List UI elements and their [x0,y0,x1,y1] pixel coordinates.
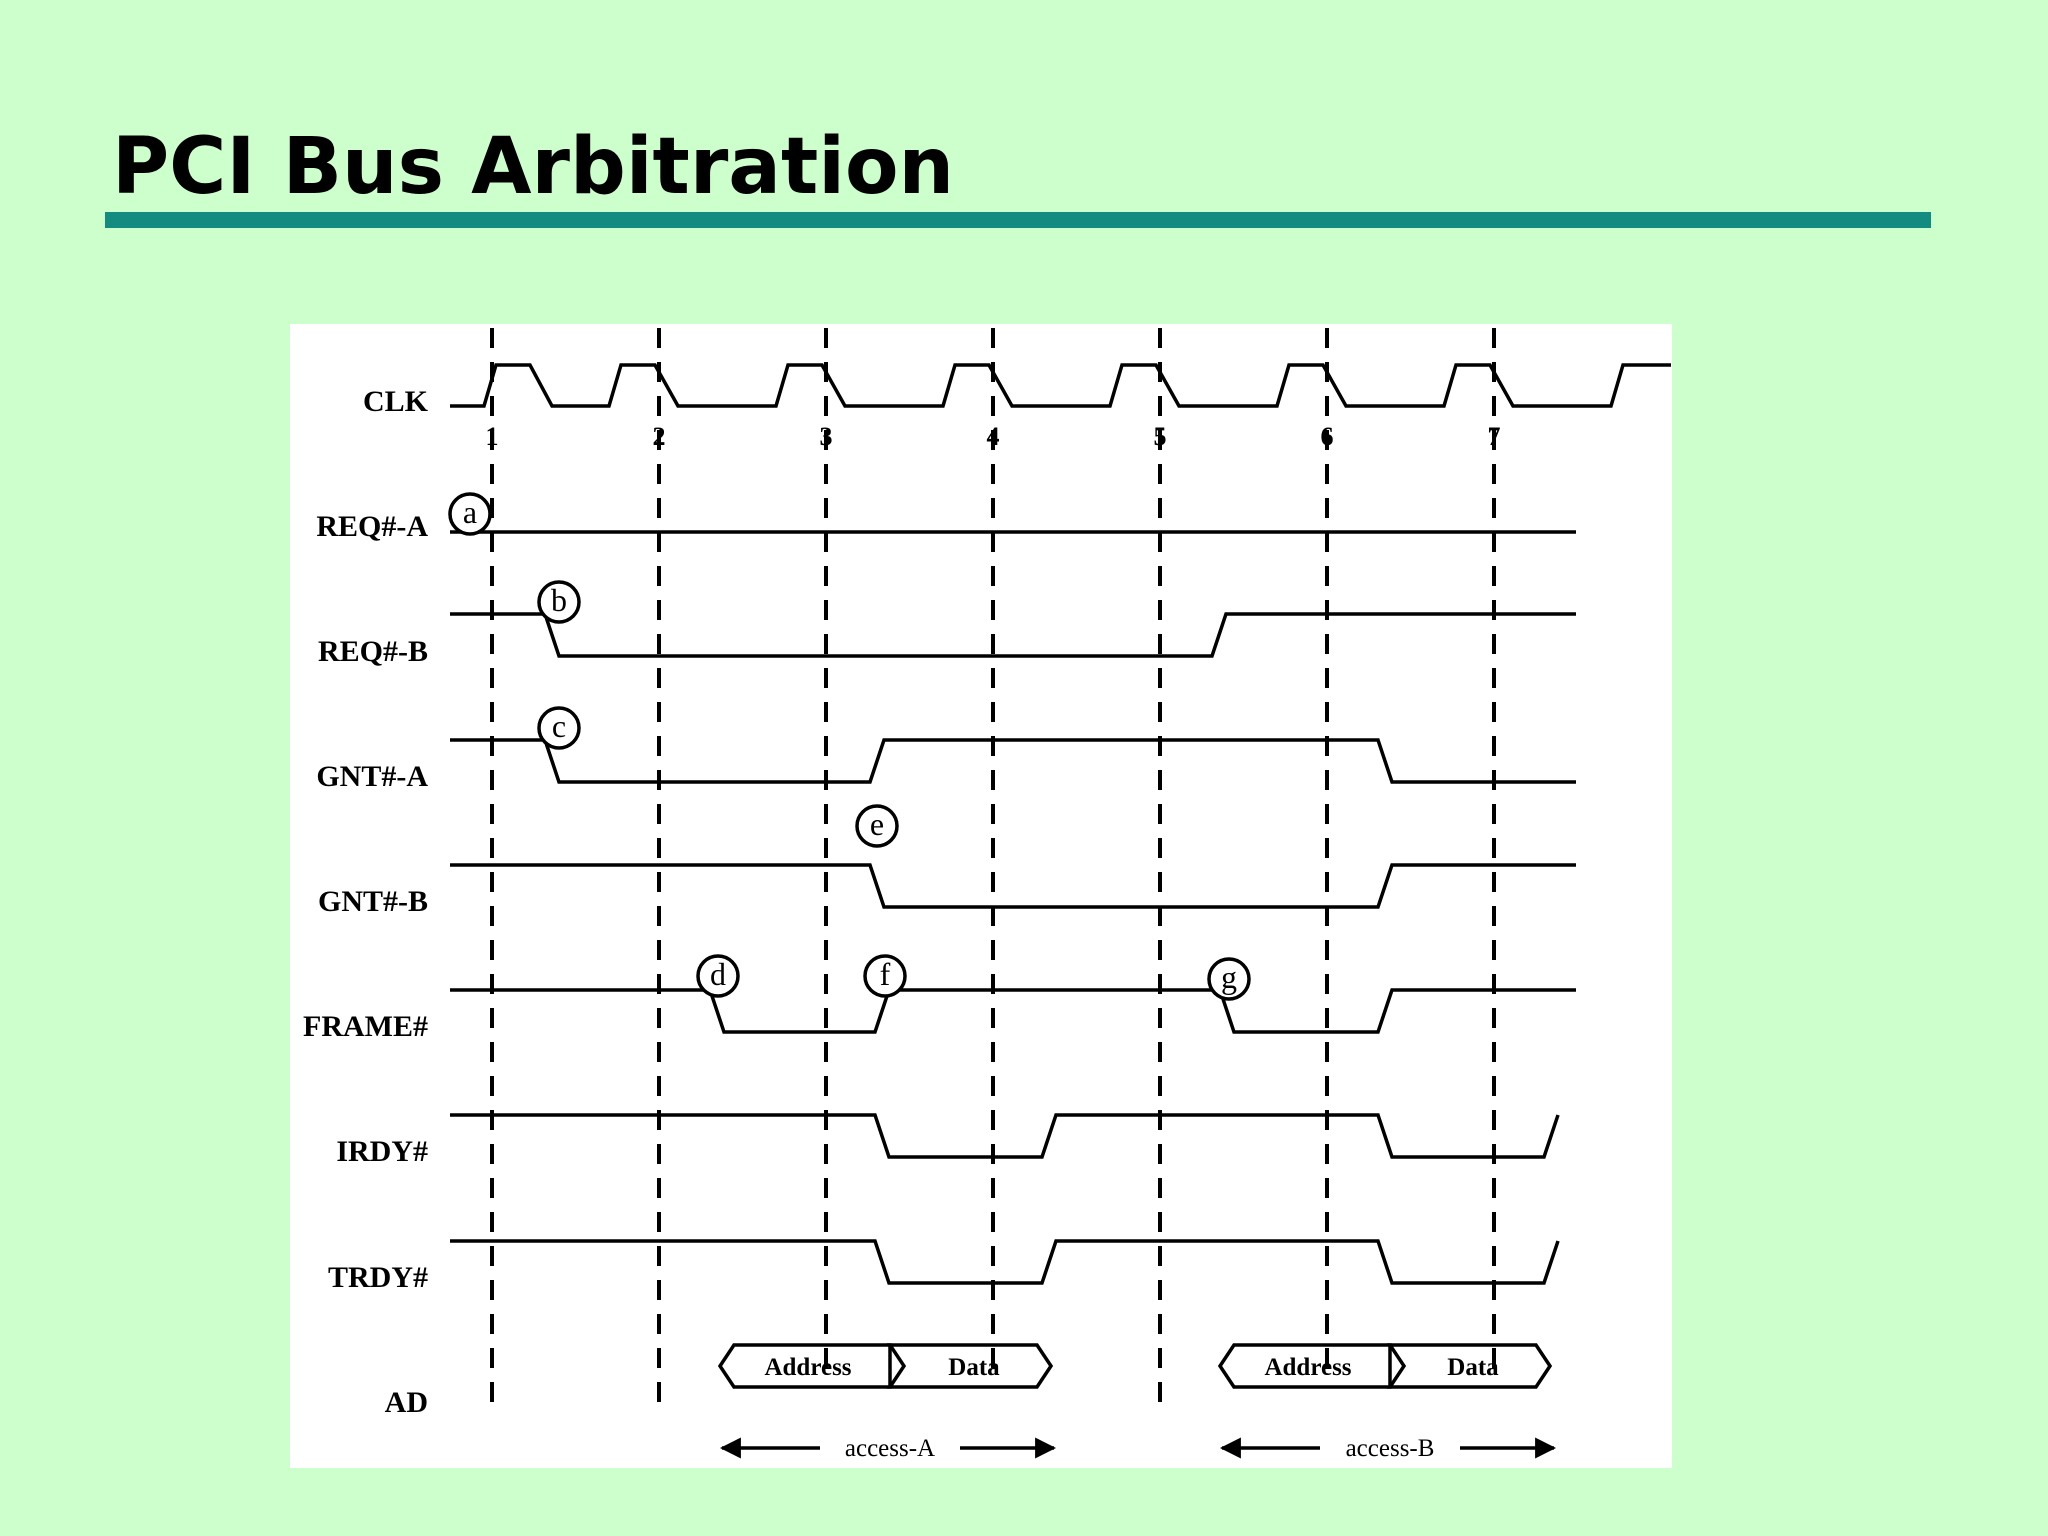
slide-title: PCI Bus Arbitration [112,122,955,212]
signal-label-req-a: REQ#-A [316,510,428,543]
title-rule [105,212,1931,228]
signal-label-irdy: IRDY# [336,1135,428,1168]
ad-bus-data-b [1386,1343,1553,1389]
ad-bus-address-a [717,1343,892,1389]
access-b-label: access-B [1346,1435,1435,1462]
bus-label-address-b: Address [1264,1354,1351,1381]
signal-label-ad: AD [385,1386,428,1419]
clk-waveform [450,363,1671,408]
marker-e-circle [855,804,899,848]
marker-d-circle [696,954,740,998]
marker-g-circle [1207,957,1251,1001]
clock-tick-6: 6 [1321,422,1334,451]
signal-label-clk: CLK [363,385,429,418]
marker-a-circle [448,492,492,536]
access-a-label: access-A [845,1435,935,1462]
signal-label-gnt-a: GNT#-A [316,760,428,793]
clock-tick-1: 1 [486,422,499,451]
clock-tick-7: 7 [1488,422,1501,451]
marker-a: a [463,494,477,530]
timing-diagram: CLK REQ#-A REQ#-B GNT#-A GNT#-B FRAME# I… [290,324,1672,1468]
ad-bus-address-b [1217,1343,1392,1389]
signal-label-trdy: TRDY# [328,1261,428,1294]
marker-d: d [710,956,726,992]
signal-label-req-b: REQ#-B [318,635,428,668]
clock-tick-3: 3 [820,422,833,451]
irdy-waveform [450,1113,1560,1159]
frame-waveform [450,988,1576,1034]
marker-e: e [870,806,884,842]
marker-f: f [880,956,891,992]
timing-diagram-lines: CLK REQ#-A REQ#-B GNT#-A GNT#-B FRAME# I… [303,328,1671,1462]
marker-c: c [552,708,566,744]
bus-label-data-b: Data [1447,1354,1499,1381]
access-a-label-gap [820,1432,960,1462]
clock-tick-2: 2 [653,422,666,451]
marker-c-circle [537,706,581,750]
marker-b-circle [537,580,581,624]
access-b-label-gap [1320,1432,1460,1462]
req-b-waveform [450,612,1576,658]
signal-label-frame: FRAME# [303,1010,428,1043]
signal-label-gnt-b: GNT#-B [318,885,428,918]
marker-g: g [1221,959,1237,995]
trdy-waveform [450,1239,1560,1285]
bus-label-address-a: Address [764,1354,851,1381]
marker-f-circle [863,954,907,998]
clock-tick-4: 4 [987,422,1000,451]
bus-label-data-a: Data [948,1354,1000,1381]
clock-tick-5: 5 [1154,422,1167,451]
ad-bus-data-a [886,1343,1054,1389]
marker-b: b [551,582,567,618]
gnt-b-waveform [450,863,1576,909]
gnt-a-waveform [450,738,1576,784]
